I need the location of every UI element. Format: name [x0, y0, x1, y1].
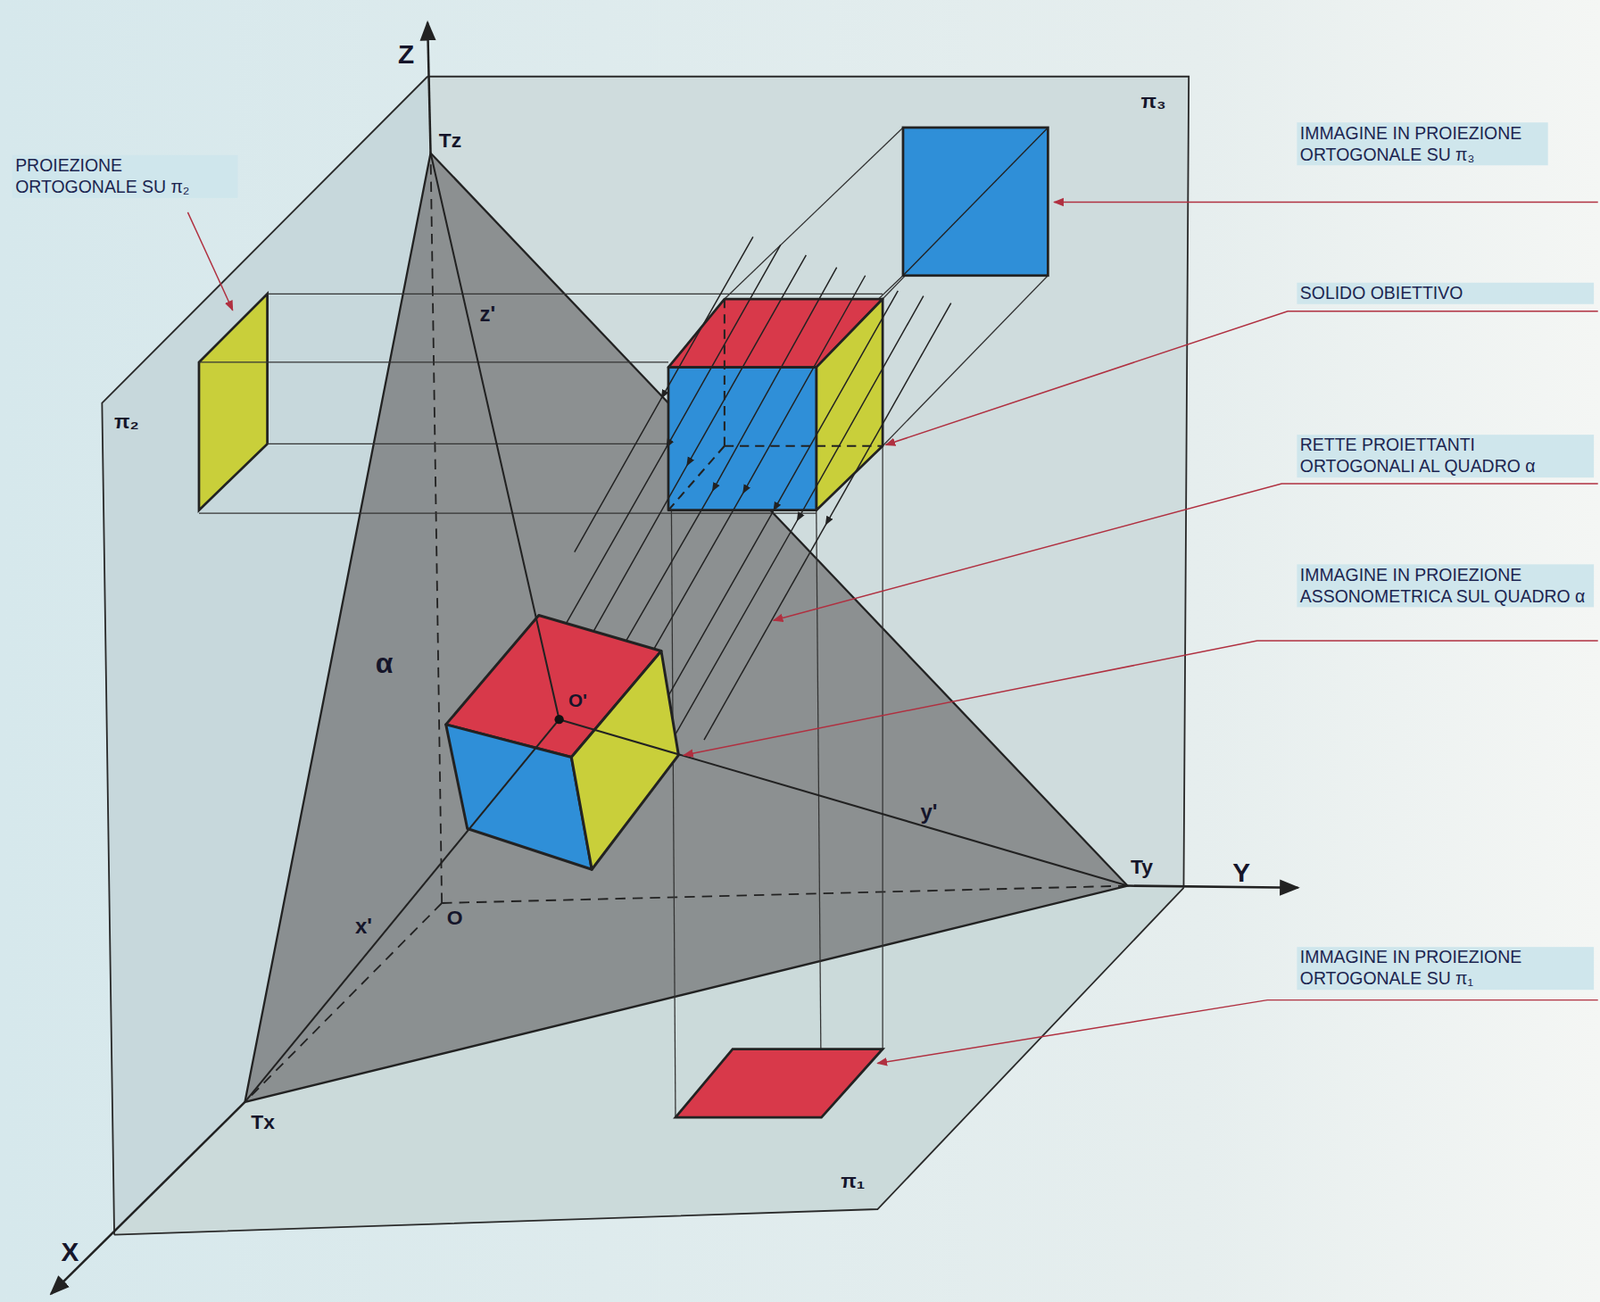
picture-plane-alpha: [244, 153, 1128, 1103]
plane-name: π₁: [840, 1168, 865, 1193]
trace-point: Ty: [1130, 854, 1153, 879]
axonometric-axes: [244, 153, 1128, 1103]
projection-pi3: [903, 127, 1048, 276]
axonometric-cube: [446, 615, 680, 871]
callout-text: SOLIDO OBIETTIVO: [1296, 282, 1594, 305]
callout-text: IMMAGINE IN PROIEZIONE ORTOGONALE SU π₁: [1296, 946, 1594, 990]
plane-name: α: [375, 646, 394, 680]
axis-name: X: [61, 1236, 80, 1269]
leader-lines: [187, 201, 1598, 1063]
origin-name: O': [568, 690, 588, 713]
origin-name: O: [447, 905, 464, 929]
projection-pi2: [198, 293, 268, 510]
solid-cube: [668, 298, 883, 511]
projection-pi1: [675, 1049, 883, 1119]
callout-text: RETTE PROIETTANTI ORTOGONALI AL QUADRO α: [1296, 434, 1594, 478]
callout-text: IMMAGINE IN PROIEZIONE ASSONOMETRICA SUL…: [1296, 563, 1594, 607]
frame-edges: [101, 76, 1189, 1236]
axonometric-axis-name: y': [920, 799, 937, 824]
axis-name: Z: [397, 38, 415, 70]
projection-diagonal: [903, 127, 1048, 276]
axis-name: Y: [1232, 857, 1251, 889]
projection-lines: [198, 127, 1048, 1118]
plane-name: π₂: [114, 410, 140, 434]
hidden-axes: [244, 153, 1128, 1103]
origin-dot: [554, 714, 564, 724]
callout-text: IMMAGINE IN PROIEZIONE ORTOGONALE SU π₃: [1296, 122, 1548, 166]
axonometric-axis-name: z': [479, 301, 496, 326]
plane-name: π₃: [1140, 90, 1166, 114]
callout-text: PROIEZIONE ORTOGONALE SU π₂: [12, 155, 239, 199]
trace-point: Tz: [439, 128, 462, 152]
trace-point: Tx: [250, 1110, 275, 1134]
axes: [50, 22, 1298, 1294]
axonometric-axis-name: x': [355, 914, 373, 939]
